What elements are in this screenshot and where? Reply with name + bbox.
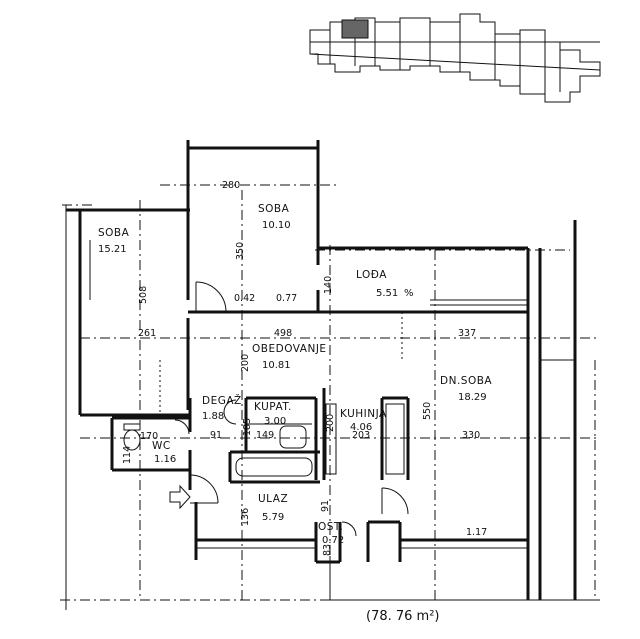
dim-200a: 200: [240, 354, 251, 372]
dim-185: 185: [242, 418, 253, 436]
dim-91a: 91: [210, 430, 222, 441]
door-swings: [174, 281, 409, 537]
room-kuhinja-name: KUHINJA: [340, 408, 387, 420]
dim-136: 136: [240, 508, 251, 526]
room-ulaz-area: 5.79: [262, 512, 284, 523]
dim-261: 261: [138, 328, 156, 339]
dim-077: 0.77: [276, 293, 297, 304]
room-wc-name: WC: [152, 440, 171, 452]
fixtures: [123, 403, 405, 477]
room-lodja-name: LOĐA: [356, 269, 387, 281]
dim-117: 1.17: [466, 527, 487, 538]
dim-498: 498: [274, 328, 292, 339]
room-wc-area: 1.16: [154, 454, 176, 465]
dim-042: 0.42: [234, 293, 255, 304]
room-soba1-name: SOBA: [98, 227, 130, 239]
dim-200b: 200: [325, 414, 336, 432]
room-soba1-area: 15.21: [98, 244, 127, 255]
dim-140: 140: [323, 276, 334, 294]
room-kupat-name: KUPAT.: [254, 401, 292, 413]
room-obedovanje-area: 10.81: [262, 360, 291, 371]
room-degaz-name: DEGAŽ: [202, 394, 242, 407]
dim-91b: 91: [320, 500, 331, 512]
dim-337: 337: [458, 328, 476, 339]
entry-arrow-icon: [169, 484, 191, 510]
room-kuhinja-area: 4.06: [350, 422, 372, 433]
room-ost-name: OST.: [318, 521, 343, 533]
key-plan: [309, 13, 601, 103]
room-ulaz-name: ULAZ: [258, 493, 288, 505]
dim-83: 83: [322, 544, 333, 556]
room-dnsoba-name: DN.SOBA: [440, 375, 492, 387]
dim-170: 170: [140, 431, 158, 442]
room-lodja-area: 5.51: [376, 288, 398, 299]
room-degaz-area: 1.88: [202, 411, 224, 422]
room-dnsoba-area: 18.29: [458, 392, 487, 403]
dim-203: 203: [352, 430, 370, 441]
dim-350: 350: [235, 242, 246, 260]
room-soba2-name: SOBA: [258, 203, 290, 215]
dim-280: 280: [222, 180, 240, 191]
room-kupat-area: 3.00: [264, 416, 286, 427]
dim-114: 114: [122, 446, 133, 464]
dim-330: 330: [462, 430, 480, 441]
room-lodja-percent: %: [404, 288, 414, 299]
dim-550: 550: [422, 402, 433, 420]
walls: [65, 140, 600, 610]
total-area: (78. 76 m²): [366, 609, 440, 624]
dim-508: 508: [138, 286, 149, 304]
dim-lines: [159, 312, 403, 415]
dim-149: 149: [256, 430, 274, 441]
room-soba2-area: 10.10: [262, 220, 291, 231]
room-obedovanje-name: OBEDOVANJE: [252, 343, 327, 355]
room-ost-area: 0.72: [322, 535, 344, 546]
